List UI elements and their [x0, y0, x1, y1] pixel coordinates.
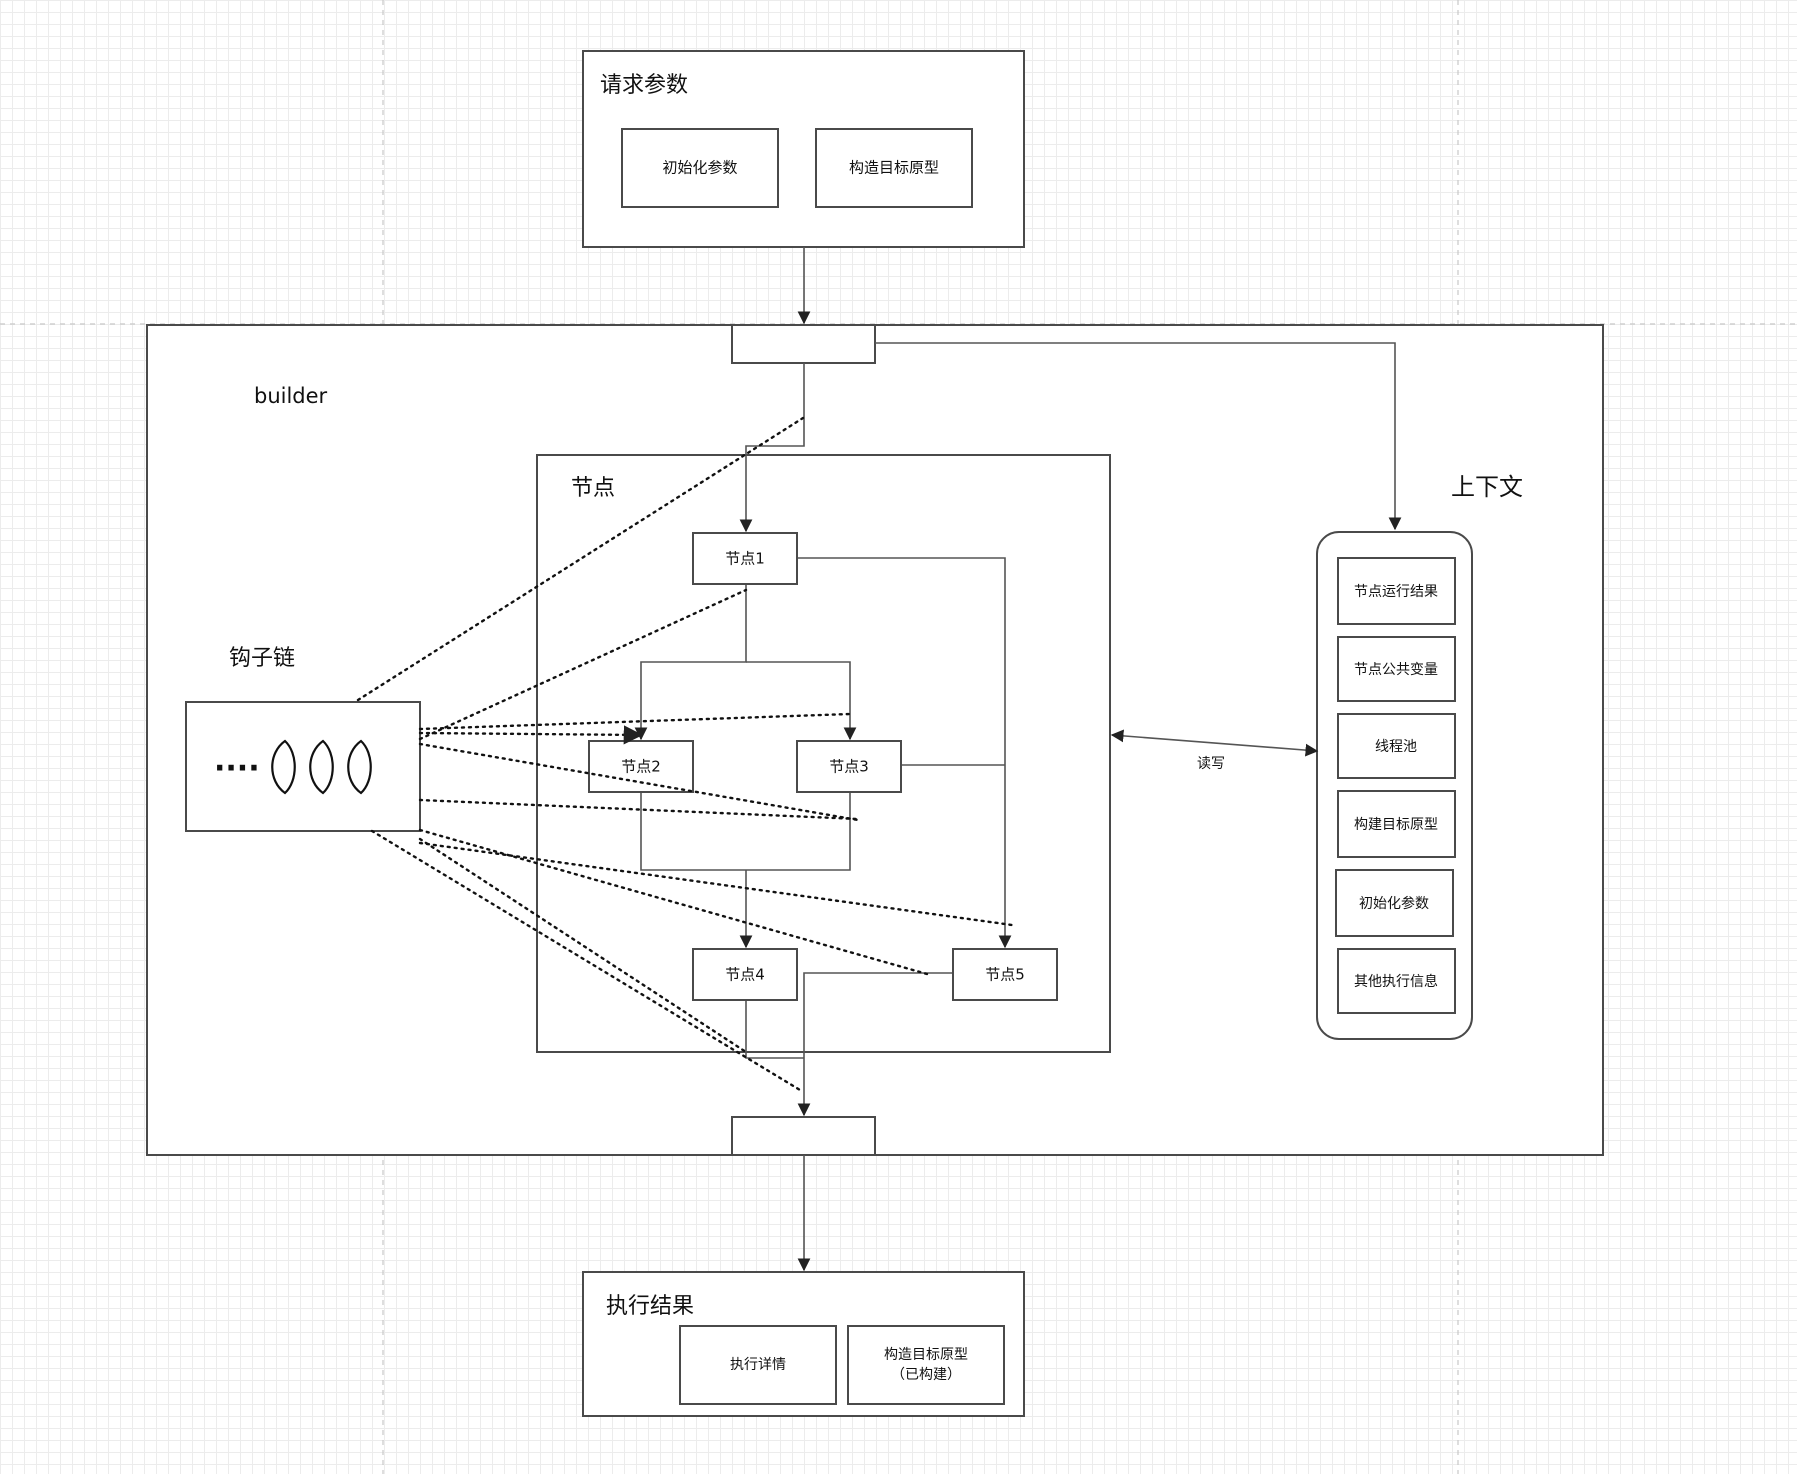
hook-icon	[347, 739, 372, 795]
context-item-other-info-label: 其他执行信息	[1354, 973, 1438, 990]
result-item-built-prototype[interactable]	[847, 1325, 1005, 1405]
request-item-target-prototype[interactable]	[815, 128, 973, 208]
node-2-label: 节点2	[621, 758, 661, 776]
arrow-entry-to-context	[875, 342, 1402, 531]
hook-chain-title: 钩子链	[229, 646, 295, 671]
request-item-init-params-label: 初始化参数	[662, 159, 737, 177]
read-write-arrow	[1110, 729, 1319, 757]
builder-label: builder	[254, 384, 328, 408]
hook-dotted-lines	[356, 416, 1014, 1092]
read-write-label: 读写	[1197, 755, 1225, 772]
result-item-details[interactable]	[679, 1325, 837, 1405]
hook-icon	[309, 739, 334, 795]
context-item-init-params[interactable]	[1335, 869, 1454, 937]
connector-node5-to-exit	[797, 972, 953, 1117]
hook-chain-ellipsis: ····	[214, 751, 260, 786]
hook-icon	[271, 739, 296, 795]
hook-chain-box[interactable]	[185, 701, 421, 832]
node-5-label: 节点5	[985, 966, 1025, 984]
node-1[interactable]	[692, 532, 798, 585]
context-items: 节点运行结果 节点公共变量 线程池 构建目标原型 初始化参数 其他执行信息	[1335, 557, 1456, 1014]
context-item-node-results[interactable]	[1337, 557, 1456, 625]
execution-result-group: 执行结果 执行详情 构造目标原型 （已构建）	[582, 1271, 1025, 1417]
result-item-built-prototype-label: 构造目标原型	[884, 1347, 968, 1363]
node-1-label: 节点1	[725, 550, 765, 568]
node-boxes: 节点1 节点2 节点3 节点4 节点5	[588, 532, 1058, 1001]
hook-line	[418, 712, 852, 731]
node-3-label: 节点3	[829, 758, 869, 776]
hook-chain-hooks	[271, 739, 372, 795]
context-item-shared-vars[interactable]	[1337, 636, 1456, 702]
hook-line	[418, 837, 748, 1054]
node-connections	[634, 363, 1012, 1117]
context-item-init-params-label: 初始化参数	[1359, 895, 1429, 912]
connector-node1-to-node3	[746, 661, 857, 741]
request-params-title: 请求参数	[600, 73, 688, 98]
builder-entry-bar[interactable]	[731, 324, 876, 364]
context-item-build-target-label: 构建目标原型	[1354, 817, 1438, 833]
result-item-built-prototype-sublabel: （已构建）	[891, 1367, 961, 1383]
builder-exit-bar[interactable]	[731, 1116, 876, 1156]
hook-line	[418, 742, 860, 822]
context-item-shared-vars-label: 节点公共变量	[1354, 662, 1438, 678]
node-4[interactable]	[692, 948, 798, 1001]
hook-line	[370, 829, 802, 1092]
request-item-init-params[interactable]	[621, 128, 779, 208]
node-5[interactable]	[952, 948, 1058, 1001]
hook-line	[418, 841, 1014, 927]
nodes-title: 节点	[571, 476, 615, 501]
result-item-details-label: 执行详情	[730, 1357, 786, 1373]
connector-entry-to-node1	[739, 363, 805, 533]
connector-node4-to-exit	[745, 1000, 804, 1059]
hook-line	[418, 725, 643, 745]
node-4-label: 节点4	[725, 966, 765, 984]
context-item-other-info[interactable]	[1337, 948, 1456, 1014]
connector-node1-to-node2	[634, 585, 747, 741]
hook-line	[418, 798, 860, 821]
context-item-node-results-label: 节点运行结果	[1354, 584, 1438, 600]
execution-result-title: 执行结果	[606, 1294, 694, 1319]
request-params-group: 请求参数 初始化参数 构造目标原型	[582, 50, 1025, 248]
context-title: 上下文	[1451, 473, 1523, 501]
context-item-thread-pool[interactable]	[1337, 713, 1456, 779]
node-3[interactable]	[796, 740, 902, 793]
connector-node1-to-node5	[797, 557, 1012, 949]
context-item-thread-pool-label: 线程池	[1375, 739, 1417, 755]
context-item-build-target[interactable]	[1337, 790, 1456, 858]
request-item-target-prototype-label: 构造目标原型	[849, 159, 939, 177]
